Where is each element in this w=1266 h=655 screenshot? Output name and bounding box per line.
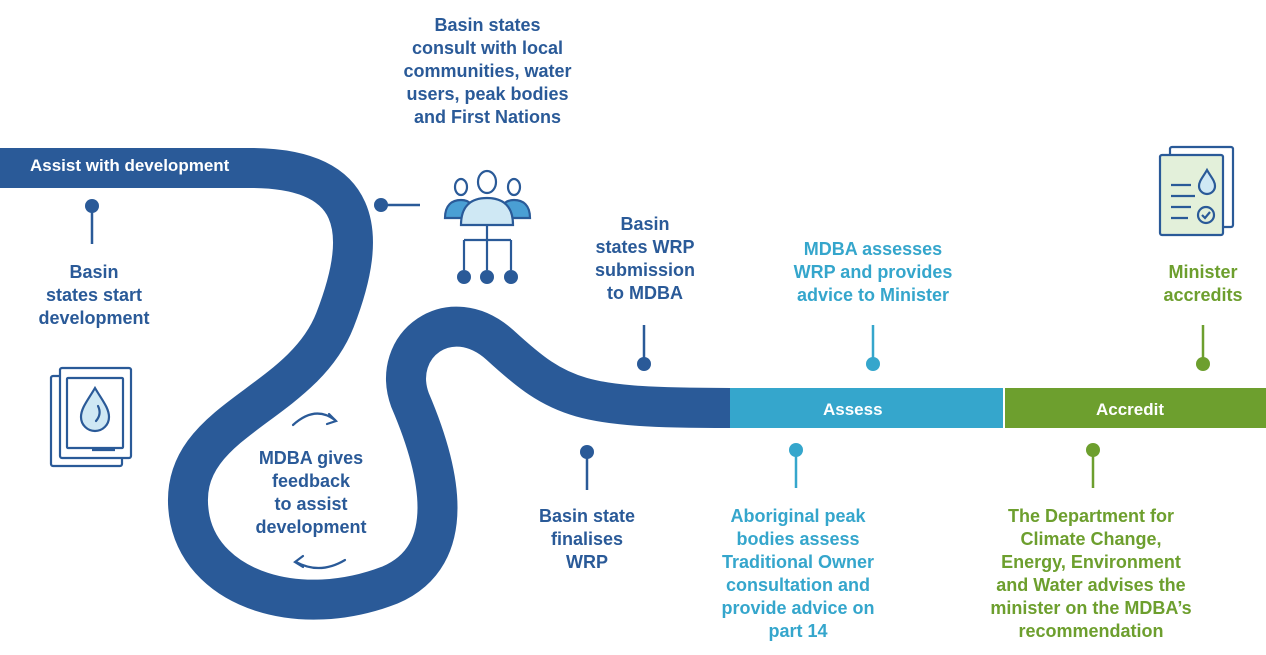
connector-aboriginal <box>789 443 803 488</box>
connector-department <box>1086 443 1100 488</box>
connector-submit <box>637 325 651 371</box>
cycle-arrows-icon <box>291 412 347 570</box>
step-submit: Basin states WRP submission to MDBA <box>594 214 696 303</box>
accredited-certificate-icon <box>1158 145 1235 237</box>
connector-start <box>85 199 99 244</box>
step-aboriginal: Aboriginal peak bodies assess Traditiona… <box>721 506 875 641</box>
water-plan-document-icon <box>49 366 133 468</box>
band-accredit-label: Accredit <box>1096 400 1165 419</box>
connector-consult <box>374 198 420 212</box>
connector-minister <box>1196 325 1210 371</box>
accredit-band <box>1005 388 1266 428</box>
step-feedback: MDBA gives feedback to assist developmen… <box>255 448 367 537</box>
step-finalise: Basin state finalises WRP <box>538 506 636 572</box>
people-group-icon <box>443 169 532 284</box>
band-assess-label: Assess <box>823 400 883 419</box>
step-consult: Basin states consult with local communit… <box>403 15 572 127</box>
step-department: The Department for Climate Change, Energ… <box>990 506 1192 641</box>
process-road <box>0 148 731 620</box>
step-mdba-assess: MDBA assesses WRP and provides advice to… <box>793 239 953 305</box>
step-start: Basin states start development <box>38 262 150 328</box>
assess-band <box>730 388 1003 428</box>
band-develop-label: Assist with development <box>30 156 230 175</box>
step-minister-accredits: Minister accredits <box>1163 262 1243 305</box>
connector-finalise <box>580 445 594 490</box>
connector-assess <box>866 325 880 371</box>
